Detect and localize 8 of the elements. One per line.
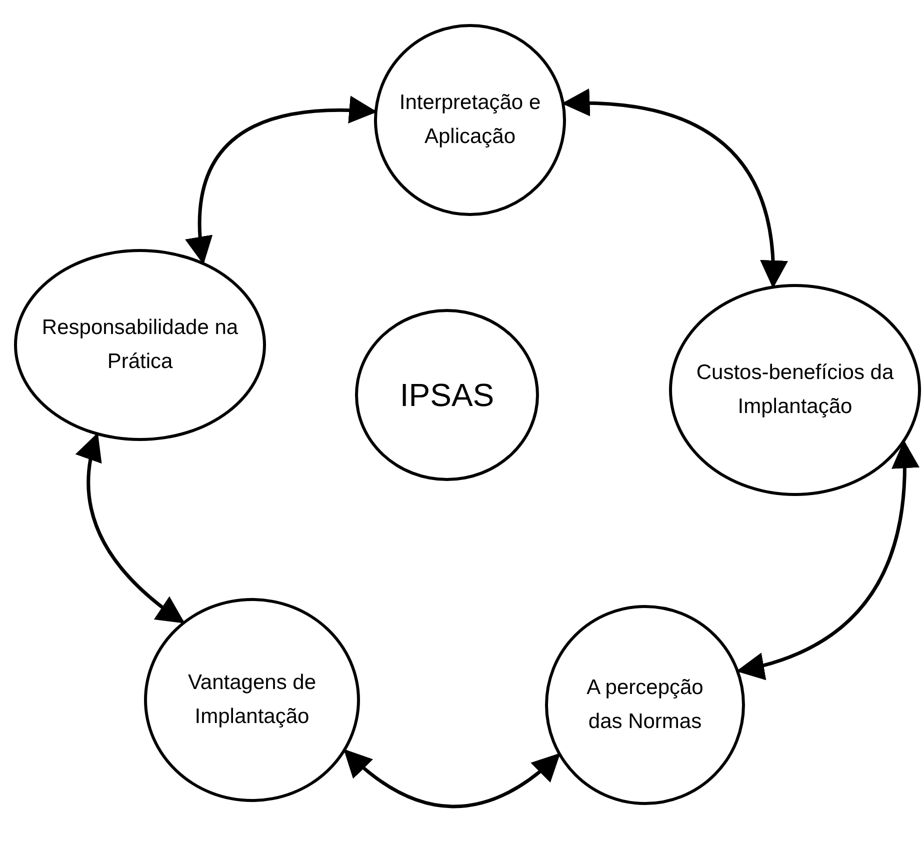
node-label: Vantagens de Implantação — [186, 670, 318, 730]
node-label: Interpretação e Aplicação — [398, 90, 542, 150]
curved-arrow — [76, 432, 185, 624]
node-label: IPSAS — [400, 376, 494, 415]
node-label: A percepção das Normas — [586, 675, 704, 735]
node-label: Responsabilidade na Prática — [40, 315, 240, 375]
node-label: Custos-benefícios da Implantação — [695, 360, 895, 420]
curved-arrow — [344, 749, 560, 808]
